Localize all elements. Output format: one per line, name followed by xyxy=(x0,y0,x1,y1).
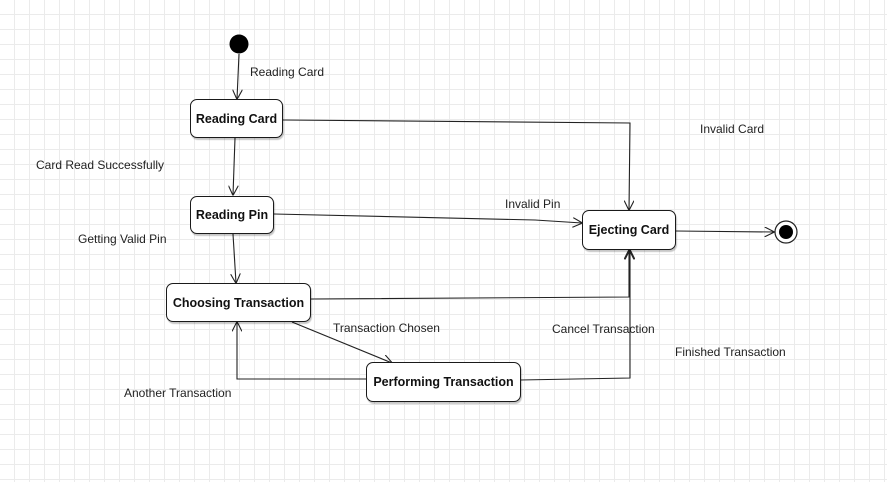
label-cancel-transaction: Cancel Transaction xyxy=(552,322,655,336)
label-finished-transaction: Finished Transaction xyxy=(675,345,786,359)
initial-state-node[interactable] xyxy=(229,34,249,54)
label-start-reading-card: Reading Card xyxy=(250,65,325,79)
edge-reading-card-to-ejecting[interactable] xyxy=(282,119,630,210)
edge-start-to-reading-card[interactable] xyxy=(237,53,239,99)
state-performing-transaction[interactable]: Performing Transaction xyxy=(366,362,521,402)
edge-reading-card-to-reading-pin[interactable] xyxy=(233,137,235,195)
edge-choosing-to-ejecting[interactable] xyxy=(309,250,629,300)
edge-reading-pin-to-choosing[interactable] xyxy=(233,233,236,283)
label-another-transaction: Another Transaction xyxy=(124,386,232,400)
label-card-read-successfully: Card Read Successfully xyxy=(36,158,165,172)
state-reading-pin[interactable]: Reading Pin xyxy=(190,196,274,234)
label-invalid-card: Invalid Card xyxy=(700,122,765,136)
label-transaction-chosen: Transaction Chosen xyxy=(333,321,440,335)
label-getting-valid-pin: Getting Valid Pin xyxy=(78,232,167,246)
state-reading-card[interactable]: Reading Card xyxy=(190,99,283,138)
final-state-node[interactable] xyxy=(774,220,798,244)
edge-performing-to-choosing[interactable] xyxy=(237,322,368,380)
edge-performing-to-ejecting[interactable] xyxy=(519,250,630,381)
state-ejecting-card[interactable]: Ejecting Card xyxy=(582,210,676,250)
edge-choosing-to-performing[interactable] xyxy=(291,321,392,363)
edge-ejecting-to-final[interactable] xyxy=(675,231,774,232)
label-invalid-pin: Invalid Pin xyxy=(505,197,561,211)
edge-reading-pin-to-ejecting[interactable] xyxy=(273,213,582,223)
state-choosing-transaction[interactable]: Choosing Transaction xyxy=(166,283,311,322)
